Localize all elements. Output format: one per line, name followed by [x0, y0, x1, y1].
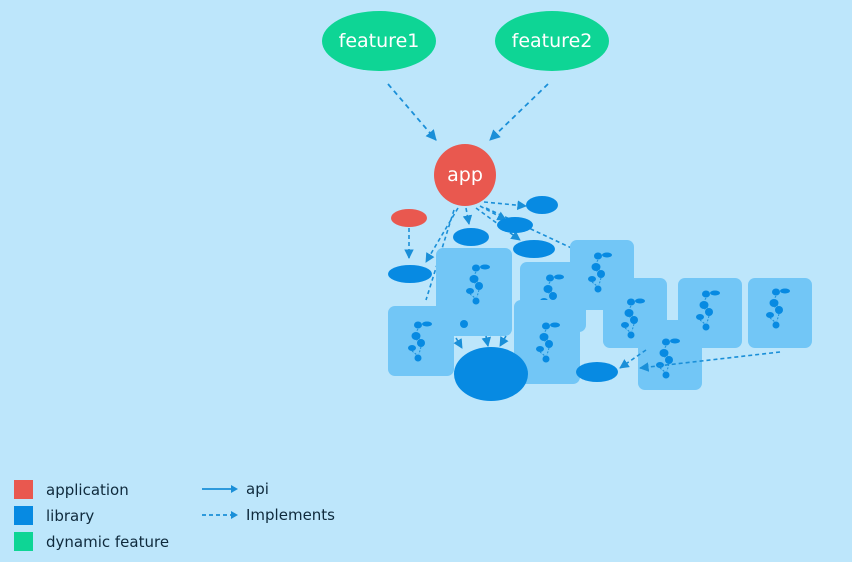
app-library-edges [404, 200, 581, 301]
feature2-label: feature2 [512, 30, 593, 52]
module-box [514, 300, 580, 384]
feature2-node: feature2 [495, 11, 609, 71]
solid-arrow-icon [202, 485, 238, 493]
library-edges [453, 335, 781, 372]
library-nodes [388, 196, 618, 401]
library-node [526, 196, 558, 214]
legend-item-implements: Implements [202, 506, 335, 524]
library-node [513, 240, 555, 258]
legend-label-api: api [246, 480, 269, 498]
application-swatch [14, 480, 33, 499]
library-node [454, 347, 528, 401]
feature1-node: feature1 [322, 11, 436, 71]
legend-item-api: api [202, 480, 269, 498]
library-node [388, 265, 432, 283]
legend-label-implements: Implements [246, 506, 335, 524]
module-box [638, 320, 702, 390]
library-node [453, 228, 489, 246]
dynamic-feature-swatch [14, 532, 33, 551]
application-node-small [391, 209, 427, 227]
library-node [497, 217, 533, 233]
legend-item-library: library [14, 506, 94, 525]
edge-feature1-app [387, 83, 437, 141]
edge-feature2-app [489, 83, 549, 141]
app-label: app [447, 164, 483, 186]
feature1-label: feature1 [339, 30, 420, 52]
app-node: app [434, 144, 496, 206]
legend-item-application: application [14, 480, 129, 499]
legend-label-dynamic-feature: dynamic feature [46, 532, 170, 551]
module-box [748, 278, 812, 348]
library-node [576, 362, 618, 382]
library-module-boxes [388, 240, 812, 390]
legend-item-dynamic-feature: dynamic feature [14, 532, 169, 551]
legend-label-library: library [46, 506, 95, 525]
legend-label-application: application [46, 480, 129, 499]
dashed-arrow-icon [202, 511, 238, 519]
library-swatch [14, 506, 33, 525]
module-box [436, 248, 512, 336]
